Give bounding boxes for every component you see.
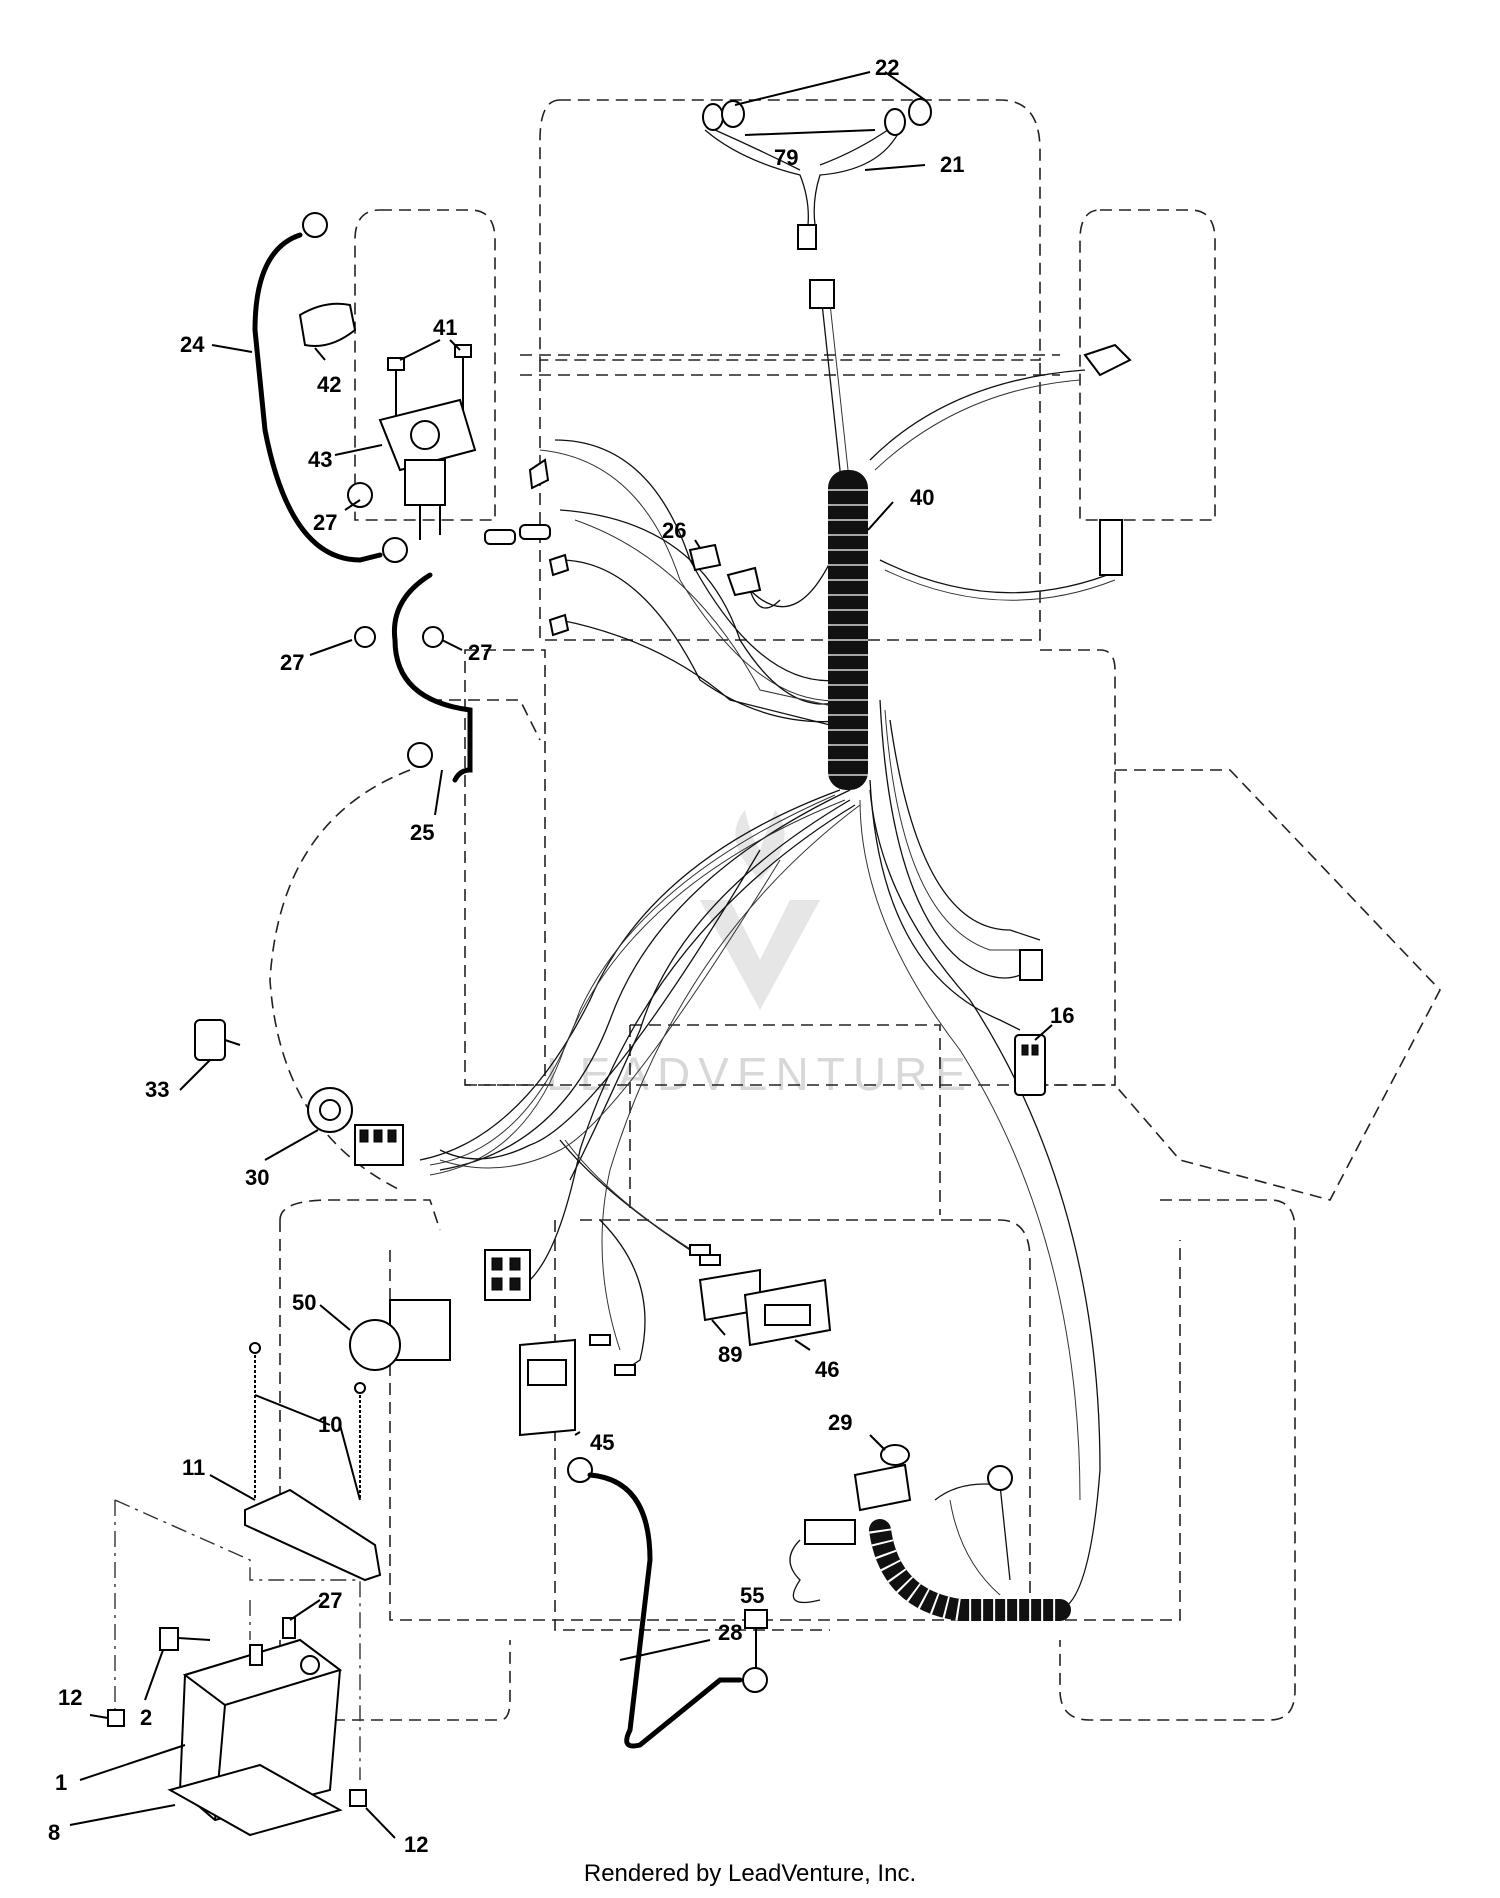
callout-22: 22 — [875, 55, 899, 80]
part-46-hour-meter — [743, 1278, 832, 1347]
callout-43: 43 — [308, 447, 332, 472]
watermark: LEADVENTURE — [546, 810, 974, 1100]
callout-28: 28 — [718, 1620, 742, 1645]
callout-79: 79 — [774, 145, 798, 170]
part-55-bolt — [744, 1609, 768, 1668]
part-30-ignition — [307, 1087, 404, 1166]
callout-45: 45 — [590, 1430, 614, 1455]
callout-89: 89 — [718, 1342, 742, 1367]
callout-27-top: 27 — [313, 510, 337, 535]
part-24-cable — [252, 212, 408, 563]
callout-46: 46 — [815, 1357, 839, 1382]
leader-lines — [69, 71, 1053, 1839]
right-connectors — [1019, 343, 1132, 981]
callout-11: 11 — [182, 1455, 205, 1480]
part-26-fuse — [688, 543, 762, 597]
callout-25: 25 — [410, 820, 434, 845]
callout-2: 2 — [140, 1705, 152, 1730]
footer-credit: Rendered by LeadVenture, Inc. — [583, 1860, 917, 1887]
coiled-loom — [869, 1519, 1071, 1621]
part-50-switch — [349, 1299, 451, 1371]
part-29-relay — [804, 1444, 1013, 1545]
part-43-solenoid — [378, 398, 477, 540]
callout-42: 42 — [317, 372, 341, 397]
callout-30: 30 — [245, 1165, 269, 1190]
battery-guide-lines — [114, 1499, 361, 1780]
part-12-clips — [107, 1709, 367, 1807]
harness-loom — [828, 470, 868, 790]
wire-harness — [419, 284, 1121, 1611]
watermark-text: LEADVENTURE — [546, 1048, 974, 1100]
callout-12-left: 12 — [58, 1685, 82, 1710]
callout-27-battery: 27 — [318, 1588, 342, 1613]
callout-24: 24 — [180, 332, 205, 357]
callout-27-right: 27 — [468, 640, 492, 665]
callout-1: 1 — [55, 1770, 67, 1795]
callout-21: 21 — [940, 152, 964, 177]
part-10-rods — [249, 1342, 366, 1500]
part-8-tray — [167, 1763, 343, 1837]
part-33-key — [194, 1019, 241, 1061]
part-42-boot — [298, 302, 357, 347]
part-2-bolt — [159, 1627, 211, 1651]
callout-27-left: 27 — [280, 650, 304, 675]
callout-55: 55 — [740, 1583, 764, 1608]
callout-10: 10 — [318, 1412, 342, 1437]
callout-12-right: 12 — [404, 1832, 428, 1857]
part-45-display — [519, 1338, 576, 1437]
callout-50: 50 — [292, 1290, 316, 1315]
part-25-cable — [391, 572, 473, 783]
callout-26: 26 — [662, 518, 686, 543]
part-28-cable — [567, 1457, 768, 1749]
callout-40: 40 — [910, 485, 934, 510]
callout-33: 33 — [145, 1077, 169, 1102]
headlight-assembly — [702, 98, 932, 309]
callout-41: 41 — [433, 315, 457, 340]
callout-29: 29 — [828, 1410, 852, 1435]
part-27-nuts — [282, 482, 444, 1639]
callout-16: 16 — [1050, 1003, 1074, 1028]
callout-labels: 1 2 8 10 11 12 12 16 21 22 24 25 26 27 2… — [48, 55, 1074, 1857]
connector-block — [484, 1249, 531, 1301]
part-16-connector — [1014, 1034, 1046, 1096]
part-11-bracket — [244, 1488, 382, 1582]
terminals-center — [589, 1244, 721, 1376]
terminals-left — [484, 458, 570, 637]
part-1-battery — [178, 1638, 343, 1822]
callout-8: 8 — [48, 1820, 60, 1845]
